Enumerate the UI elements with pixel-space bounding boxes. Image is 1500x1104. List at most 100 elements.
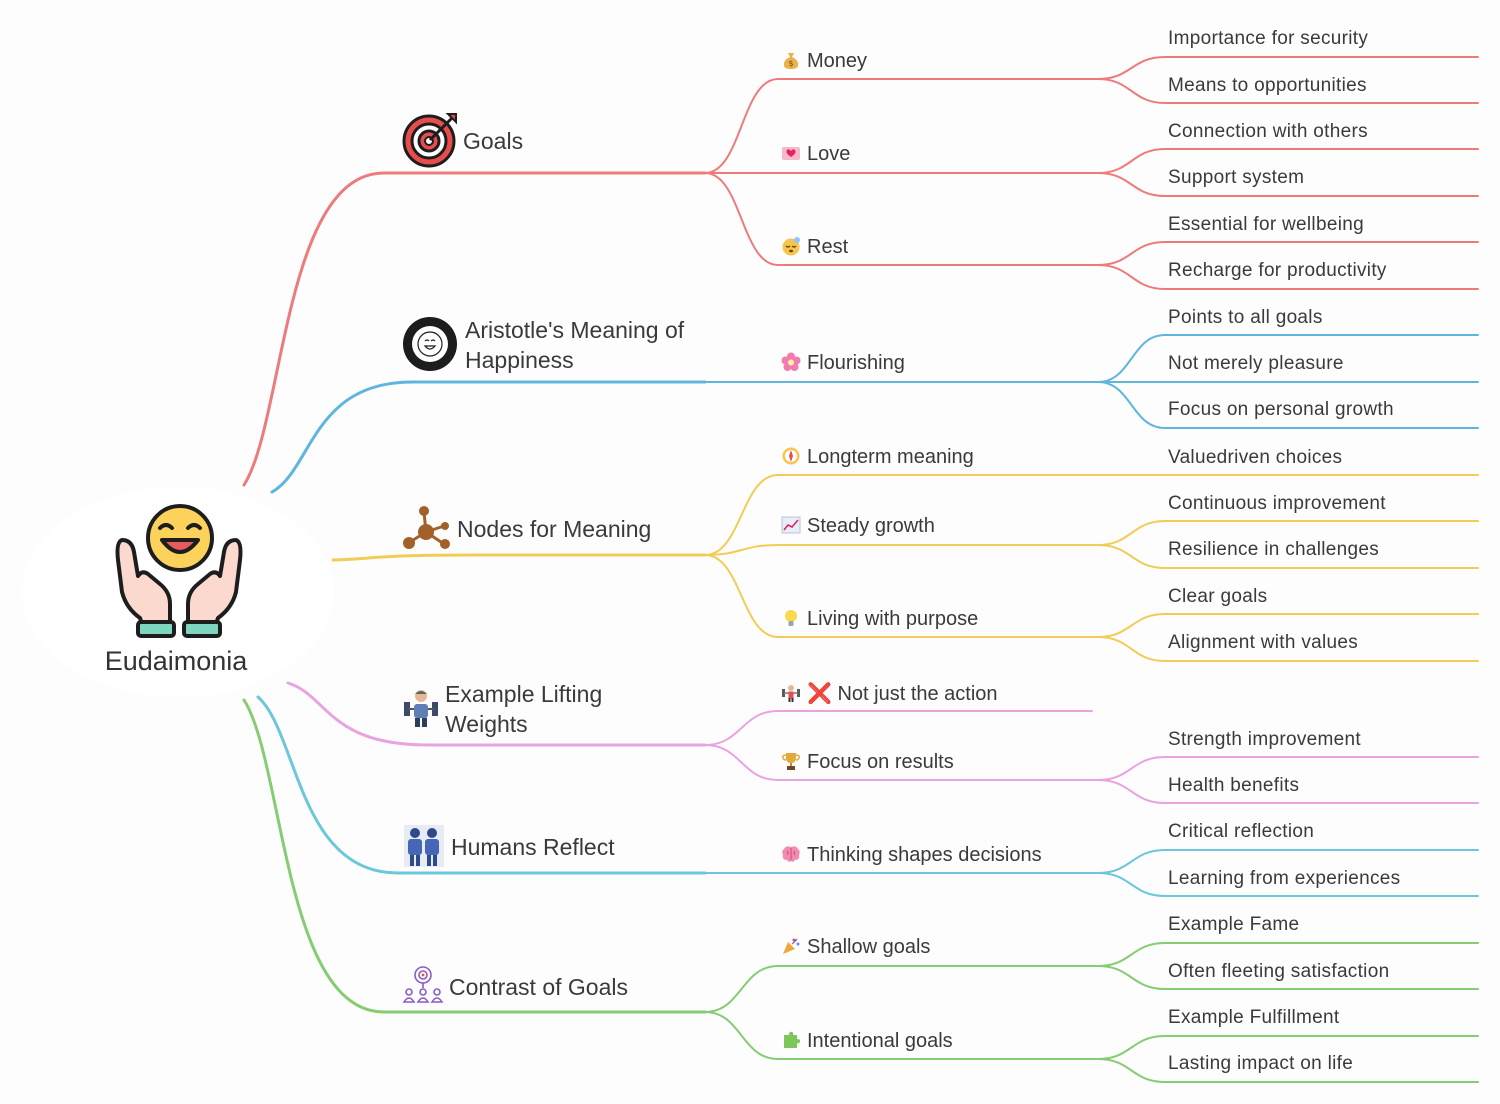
link-root-to-branch bbox=[331, 553, 707, 562]
branch-goals[interactable]: Goals bbox=[463, 128, 524, 154]
link-node-to-leaf bbox=[1097, 872, 1479, 897]
leaf-clear-goals[interactable]: Clear goals bbox=[1168, 586, 1268, 607]
link-node-to-leaf bbox=[1097, 148, 1479, 174]
node-flourishing[interactable]: Flourishing bbox=[781, 352, 905, 375]
node-label: Rest bbox=[807, 236, 849, 258]
link-node-to-leaf bbox=[1097, 756, 1479, 781]
money-bag-icon: $ bbox=[783, 53, 799, 69]
node-label: Flourishing bbox=[807, 352, 905, 374]
link-branch-to-node bbox=[704, 544, 1099, 556]
link-node-to-leaf bbox=[1097, 1035, 1479, 1060]
node-label: Money bbox=[807, 50, 868, 72]
svg-text:$: $ bbox=[788, 59, 793, 68]
node-not-just-the-action[interactable]: ❌ Not just the action bbox=[781, 681, 998, 706]
people-icon bbox=[404, 825, 444, 867]
link-node-to-leaf bbox=[1097, 942, 1479, 967]
brain-icon bbox=[782, 846, 800, 862]
node-living-with-purpose[interactable]: Living with purpose bbox=[781, 608, 978, 631]
party-popper-icon bbox=[783, 938, 800, 954]
leaf-often-fleeting-satisfaction[interactable]: Often fleeting satisfaction bbox=[1168, 961, 1390, 982]
love-letter-icon bbox=[782, 147, 800, 160]
leaf-support-system[interactable]: Support system bbox=[1168, 167, 1305, 188]
node-longterm-meaning[interactable]: Longterm meaning bbox=[781, 446, 974, 469]
lightbulb-icon bbox=[785, 610, 797, 626]
flower-icon bbox=[781, 352, 801, 371]
branch-example-lifting-weights[interactable]: Example Lifting Weights bbox=[445, 681, 603, 737]
link-branch-to-node bbox=[704, 554, 1099, 638]
node-money[interactable]: $ Money bbox=[781, 50, 867, 73]
link-root-to-branch bbox=[242, 171, 707, 487]
link-node-to-leaf bbox=[1097, 241, 1479, 266]
link-node-to-leaf bbox=[1097, 520, 1479, 546]
link-root-to-branch bbox=[270, 380, 707, 494]
link-node-to-leaf bbox=[1097, 965, 1479, 990]
leaf-example-fame[interactable]: Example Fame bbox=[1168, 914, 1300, 935]
leaf-alignment-with-values[interactable]: Alignment with values bbox=[1168, 632, 1359, 653]
root-label: Eudaimonia bbox=[104, 646, 248, 676]
node-label: Shallow goals bbox=[807, 936, 931, 958]
trophy-icon bbox=[782, 753, 800, 770]
branch-nodes-for-meaning[interactable]: Nodes for Meaning bbox=[457, 516, 652, 542]
leaf-health-benefits[interactable]: Health benefits bbox=[1168, 775, 1300, 796]
node-shallow-goals[interactable]: Shallow goals bbox=[781, 936, 930, 959]
leaf-strength-improvement[interactable]: Strength improvement bbox=[1168, 729, 1361, 750]
link-node-to-leaf bbox=[1097, 636, 1479, 662]
team-target-icon bbox=[402, 966, 444, 1003]
leaf-essential-for-wellbeing[interactable]: Essential for wellbeing bbox=[1168, 214, 1364, 235]
sleepy-face-icon bbox=[782, 237, 800, 256]
link-node-to-leaf bbox=[1097, 264, 1479, 290]
link-branch-to-node bbox=[704, 1011, 1099, 1060]
link-branch-to-node bbox=[704, 474, 1099, 556]
leaf-critical-reflection[interactable]: Critical reflection bbox=[1168, 821, 1315, 842]
node-thinking-shapes-decisions[interactable]: Thinking shapes decisions bbox=[781, 844, 1042, 867]
leaf-focus-on-personal-growth[interactable]: Focus on personal growth bbox=[1168, 399, 1394, 420]
node-focus-on-results[interactable]: Focus on results bbox=[781, 751, 954, 774]
leaf-valuedriven-choices[interactable]: Valuedriven choices bbox=[1168, 447, 1343, 468]
link-node-to-leaf bbox=[1097, 779, 1479, 804]
link-node-to-leaf bbox=[1097, 613, 1479, 638]
node-rest[interactable]: Rest bbox=[781, 236, 848, 259]
link-branch-to-node bbox=[704, 78, 1099, 174]
puzzle-icon bbox=[784, 1031, 801, 1048]
link-node-to-leaf bbox=[1097, 334, 1479, 383]
node-label: Thinking shapes decisions bbox=[807, 844, 1042, 866]
leaf-example-fulfillment[interactable]: Example Fulfillment bbox=[1168, 1007, 1340, 1028]
node-label: Love bbox=[807, 143, 851, 165]
link-branch-to-node bbox=[704, 710, 1093, 746]
smiley-circle-icon bbox=[403, 317, 457, 371]
leaf-not-merely-pleasure[interactable]: Not merely pleasure bbox=[1168, 353, 1344, 374]
branch-humans-reflect[interactable]: Humans Reflect bbox=[451, 834, 615, 860]
link-branch-to-node bbox=[704, 965, 1099, 1013]
node-label: Intentional goals bbox=[807, 1030, 953, 1052]
node-love[interactable]: Love bbox=[781, 143, 850, 166]
link-root-to-branch bbox=[256, 695, 707, 875]
link-node-to-leaf bbox=[1097, 56, 1479, 80]
link-branch-to-node bbox=[704, 172, 1099, 266]
leaf-importance-for-security[interactable]: Importance for security bbox=[1168, 28, 1369, 49]
leaf-resilience-in-challenges[interactable]: Resilience in challenges bbox=[1168, 539, 1380, 560]
link-node-to-leaf bbox=[1097, 544, 1479, 569]
link-node-to-leaf bbox=[1097, 849, 1479, 874]
link-node-to-leaf bbox=[1097, 1058, 1479, 1083]
leaf-continuous-improvement[interactable]: Continuous improvement bbox=[1168, 493, 1386, 514]
leaf-recharge-for-productivity[interactable]: Recharge for productivity bbox=[1168, 260, 1387, 281]
branch-aristotle[interactable]: Aristotle's Meaning of Happiness bbox=[465, 317, 685, 373]
leaf-learning-from-experiences[interactable]: Learning from experiences bbox=[1168, 868, 1401, 889]
leaf-connection-with-others[interactable]: Connection with others bbox=[1168, 121, 1368, 142]
link-node-to-leaf bbox=[1097, 381, 1479, 429]
leaf-means-to-opportunities[interactable]: Means to opportunities bbox=[1168, 75, 1367, 96]
node-label: Steady growth bbox=[807, 515, 935, 537]
leaf-points-to-all-goals[interactable]: Points to all goals bbox=[1168, 307, 1323, 328]
branch-contrast-of-goals[interactable]: Contrast of Goals bbox=[449, 974, 628, 1000]
node-steady-growth[interactable]: Steady growth bbox=[781, 515, 935, 538]
leaf-lasting-impact-on-life[interactable]: Lasting impact on life bbox=[1168, 1053, 1354, 1074]
node-label: Longterm meaning bbox=[807, 446, 974, 468]
link-branch-to-node bbox=[704, 744, 1099, 781]
link-root-to-branch bbox=[242, 698, 707, 1014]
node-label: ❌ Not just the action bbox=[807, 683, 998, 705]
target-icon bbox=[402, 113, 457, 168]
node-intentional-goals[interactable]: Intentional goals bbox=[781, 1030, 953, 1053]
weightlifting-icon bbox=[782, 685, 800, 702]
